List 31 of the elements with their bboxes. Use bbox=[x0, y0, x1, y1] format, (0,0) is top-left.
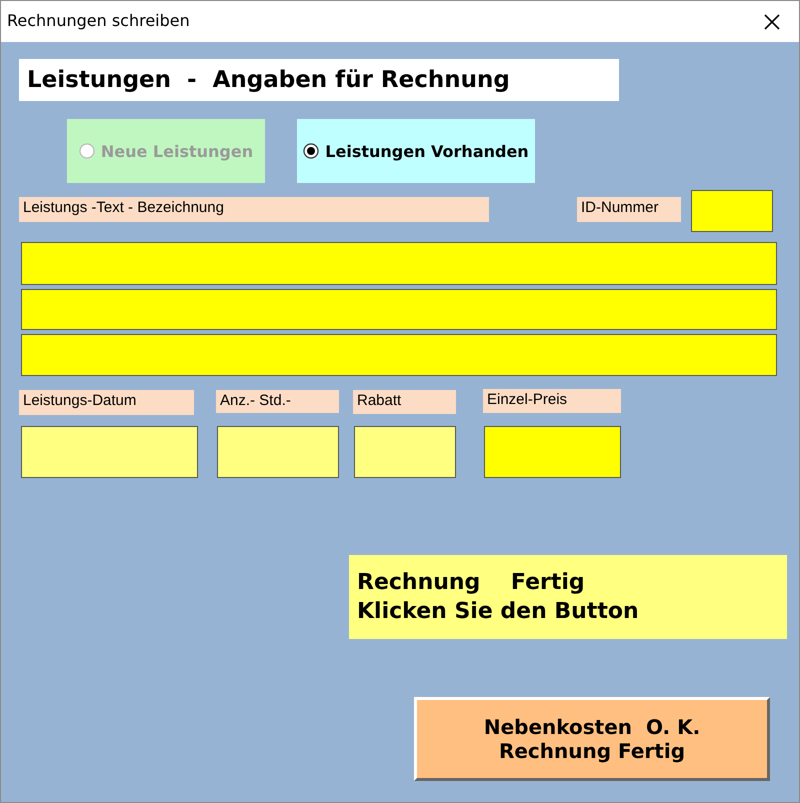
label-text: Einzel-Preis bbox=[487, 391, 568, 408]
label-text: Anz.- Std.- bbox=[220, 392, 291, 409]
instruction-text: Rechnung Fertig bbox=[357, 570, 585, 595]
input-field bbox=[21, 334, 777, 376]
radio-option bbox=[297, 119, 535, 183]
input-field bbox=[21, 289, 777, 330]
label-text: Leistungs-Datum bbox=[23, 392, 136, 409]
option-label: Neue Leistungen bbox=[100, 142, 254, 160]
instruction-text: Klicken Sie den Button bbox=[357, 599, 639, 624]
info-panel bbox=[349, 555, 787, 639]
field-label bbox=[216, 390, 339, 413]
field-label bbox=[353, 390, 456, 414]
radio-option bbox=[67, 119, 265, 183]
label-text: Leistungs -Text - Bezeichnung bbox=[23, 199, 224, 216]
option-label: Leistungen Vorhanden bbox=[325, 142, 529, 160]
confirm-button: Nebenkosten O. K. Rechnung Fertig bbox=[414, 697, 770, 781]
input-field bbox=[21, 242, 777, 285]
field-label bbox=[19, 197, 489, 222]
input-field bbox=[217, 426, 339, 478]
field-label bbox=[483, 389, 621, 413]
field-label bbox=[577, 197, 681, 222]
input-field bbox=[691, 190, 773, 232]
window-title: Rechnungen schreiben bbox=[7, 11, 190, 30]
heading-banner bbox=[19, 59, 619, 101]
input-field bbox=[21, 426, 198, 478]
input-field bbox=[354, 426, 456, 478]
label-text: ID-Nummer bbox=[581, 199, 658, 216]
label-text: Rabatt bbox=[357, 392, 402, 409]
heading-text: Leistungen - Angaben für Rechnung bbox=[27, 67, 510, 93]
field-label bbox=[19, 390, 194, 415]
input-field bbox=[484, 426, 621, 478]
